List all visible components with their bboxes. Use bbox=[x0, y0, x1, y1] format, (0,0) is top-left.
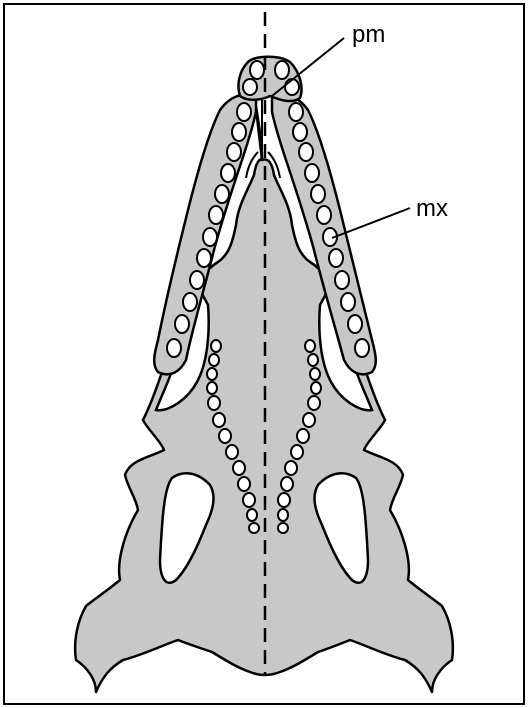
pm-label: pm bbox=[352, 21, 385, 48]
maxillary-tooth bbox=[311, 185, 325, 203]
palatal-tooth bbox=[219, 429, 231, 443]
maxillary-tooth bbox=[167, 339, 181, 357]
maxillary-tooth bbox=[227, 143, 241, 161]
palatal-tooth bbox=[291, 445, 303, 459]
palatal-tooth bbox=[285, 461, 297, 475]
palatal-tooth bbox=[305, 340, 315, 352]
palatal-tooth bbox=[247, 509, 257, 521]
palatal-tooth bbox=[311, 382, 321, 394]
maxillary-tooth bbox=[183, 293, 197, 311]
palatal-tooth bbox=[211, 340, 221, 352]
palatal-tooth bbox=[249, 523, 259, 533]
palatal-tooth bbox=[209, 354, 219, 366]
mx-label: mx bbox=[416, 195, 448, 222]
maxillary-tooth bbox=[232, 123, 246, 141]
maxillary-tooth bbox=[221, 164, 235, 182]
palatal-tooth bbox=[278, 493, 290, 507]
palatal-tooth bbox=[303, 413, 315, 427]
palatal-tooth bbox=[308, 396, 320, 410]
maxillary-tooth bbox=[355, 339, 369, 357]
maxillary-tooth bbox=[190, 271, 204, 289]
maxillary-tooth bbox=[237, 103, 251, 121]
premaxillary-tooth bbox=[285, 79, 299, 95]
maxillary-tooth bbox=[175, 315, 189, 333]
maxillary-tooth bbox=[335, 271, 349, 289]
palatal-tooth bbox=[308, 354, 318, 366]
palatal-tooth bbox=[310, 368, 320, 380]
maxillary-tooth bbox=[341, 293, 355, 311]
maxillary-tooth bbox=[197, 249, 211, 267]
palatal-tooth bbox=[297, 429, 309, 443]
maxillary-tooth bbox=[348, 315, 362, 333]
premaxillary-tooth bbox=[275, 61, 289, 79]
maxillary-tooth bbox=[299, 143, 313, 161]
maxillary-tooth bbox=[289, 103, 303, 121]
palatal-tooth bbox=[208, 396, 220, 410]
palatal-tooth bbox=[281, 477, 293, 491]
palatal-tooth bbox=[226, 445, 238, 459]
premaxillary-tooth bbox=[243, 79, 257, 95]
palatal-tooth bbox=[278, 523, 288, 533]
maxillary-tooth bbox=[317, 206, 331, 224]
maxillary-tooth bbox=[215, 185, 229, 203]
palatal-tooth bbox=[233, 461, 245, 475]
maxillary-tooth bbox=[203, 228, 217, 246]
palatal-tooth bbox=[207, 382, 217, 394]
maxillary-tooth bbox=[305, 164, 319, 182]
maxillary-tooth bbox=[293, 123, 307, 141]
premaxillary-tooth bbox=[250, 61, 264, 79]
palatal-tooth bbox=[207, 368, 217, 380]
palatal-tooth bbox=[243, 493, 255, 507]
palatal-tooth bbox=[213, 413, 225, 427]
palatal-tooth bbox=[238, 477, 250, 491]
maxillary-tooth bbox=[209, 206, 223, 224]
palatal-tooth bbox=[278, 509, 288, 521]
maxillary-tooth bbox=[329, 249, 343, 267]
